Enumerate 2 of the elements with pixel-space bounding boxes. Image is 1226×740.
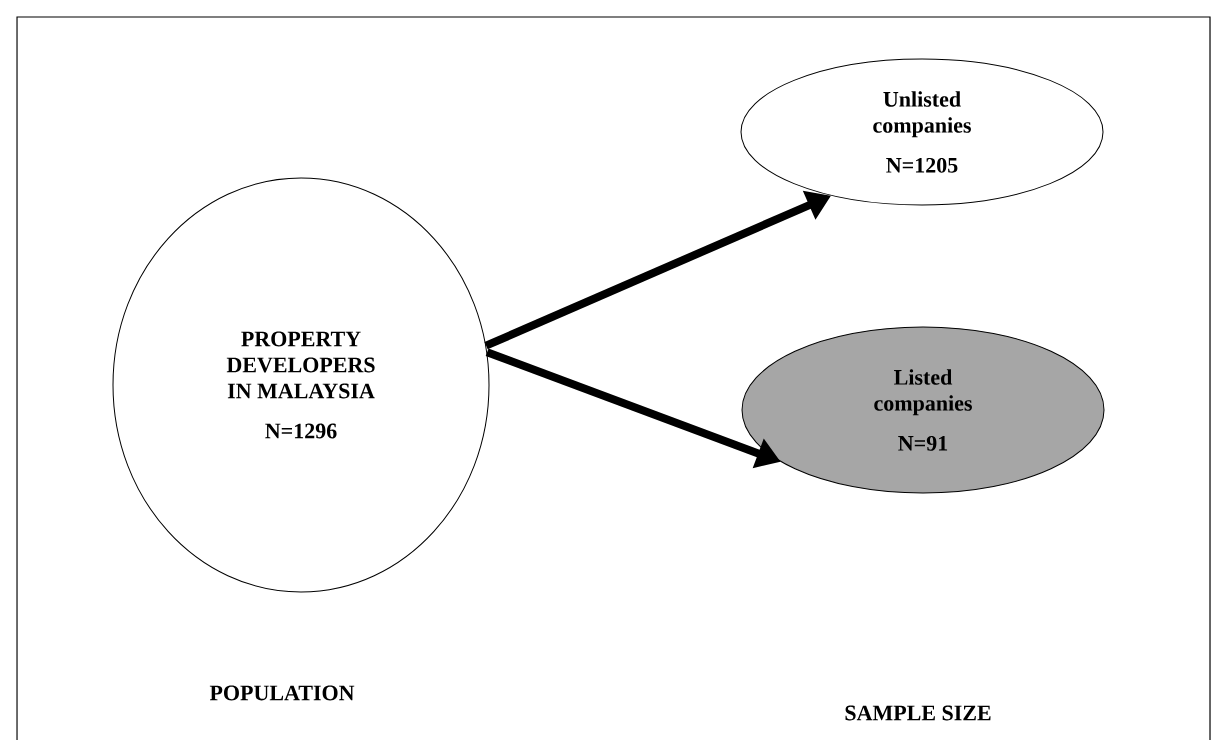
axis-caption: POPULATION <box>209 685 355 701</box>
axis-caption: SAMPLE SIZE <box>845 705 991 721</box>
